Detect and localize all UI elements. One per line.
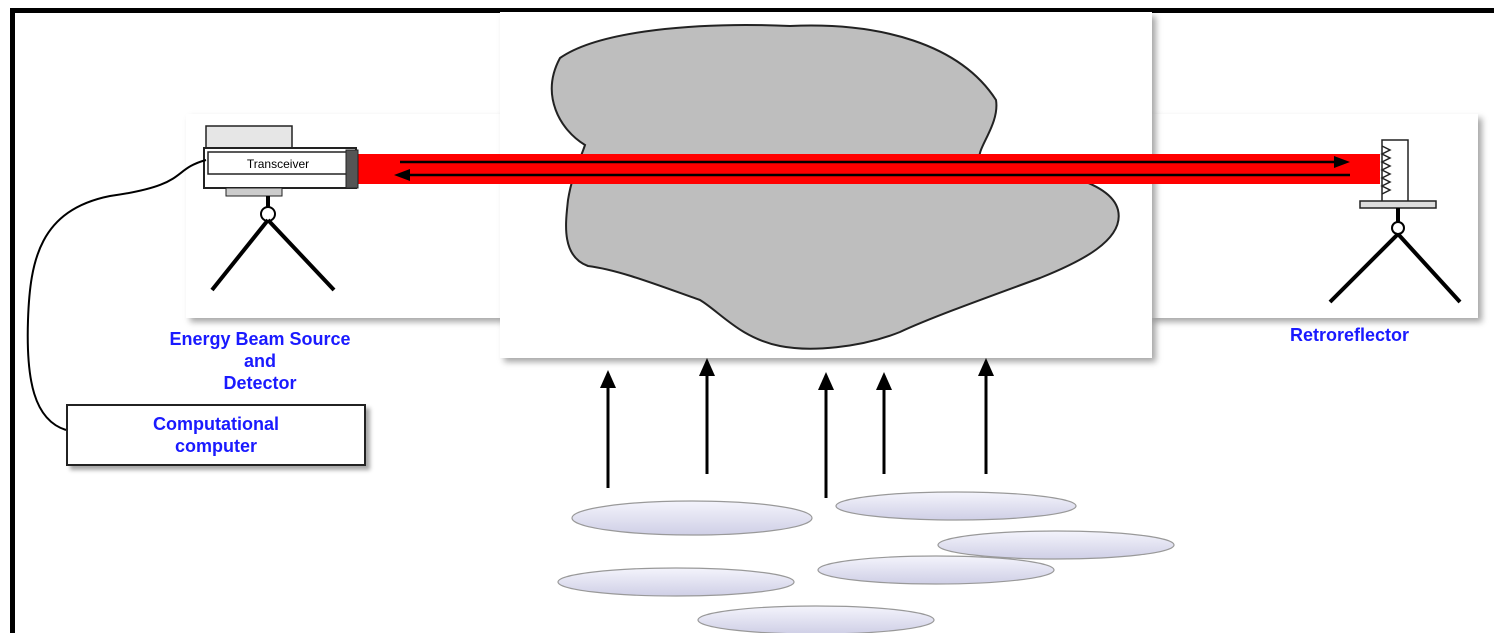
transceiver-device <box>203 125 359 292</box>
energy-beam <box>350 154 1380 184</box>
transceiver-label: Transceiver <box>247 157 309 171</box>
beam-arrowhead-left <box>394 169 410 181</box>
computational-computer-box: Computational computer <box>66 404 366 466</box>
rising-emission-arrows <box>600 358 994 498</box>
gas-plume <box>550 24 1120 350</box>
data-cable <box>26 159 207 431</box>
beam-arrowhead-right <box>1334 156 1350 168</box>
retroreflector-label: Retroreflector <box>1290 325 1410 345</box>
source-detector-label: Energy Beam Source and Detector <box>169 329 351 393</box>
retroreflector-device <box>1328 139 1462 304</box>
emission-source-clouds <box>557 491 1175 633</box>
right-panel <box>1150 114 1478 318</box>
